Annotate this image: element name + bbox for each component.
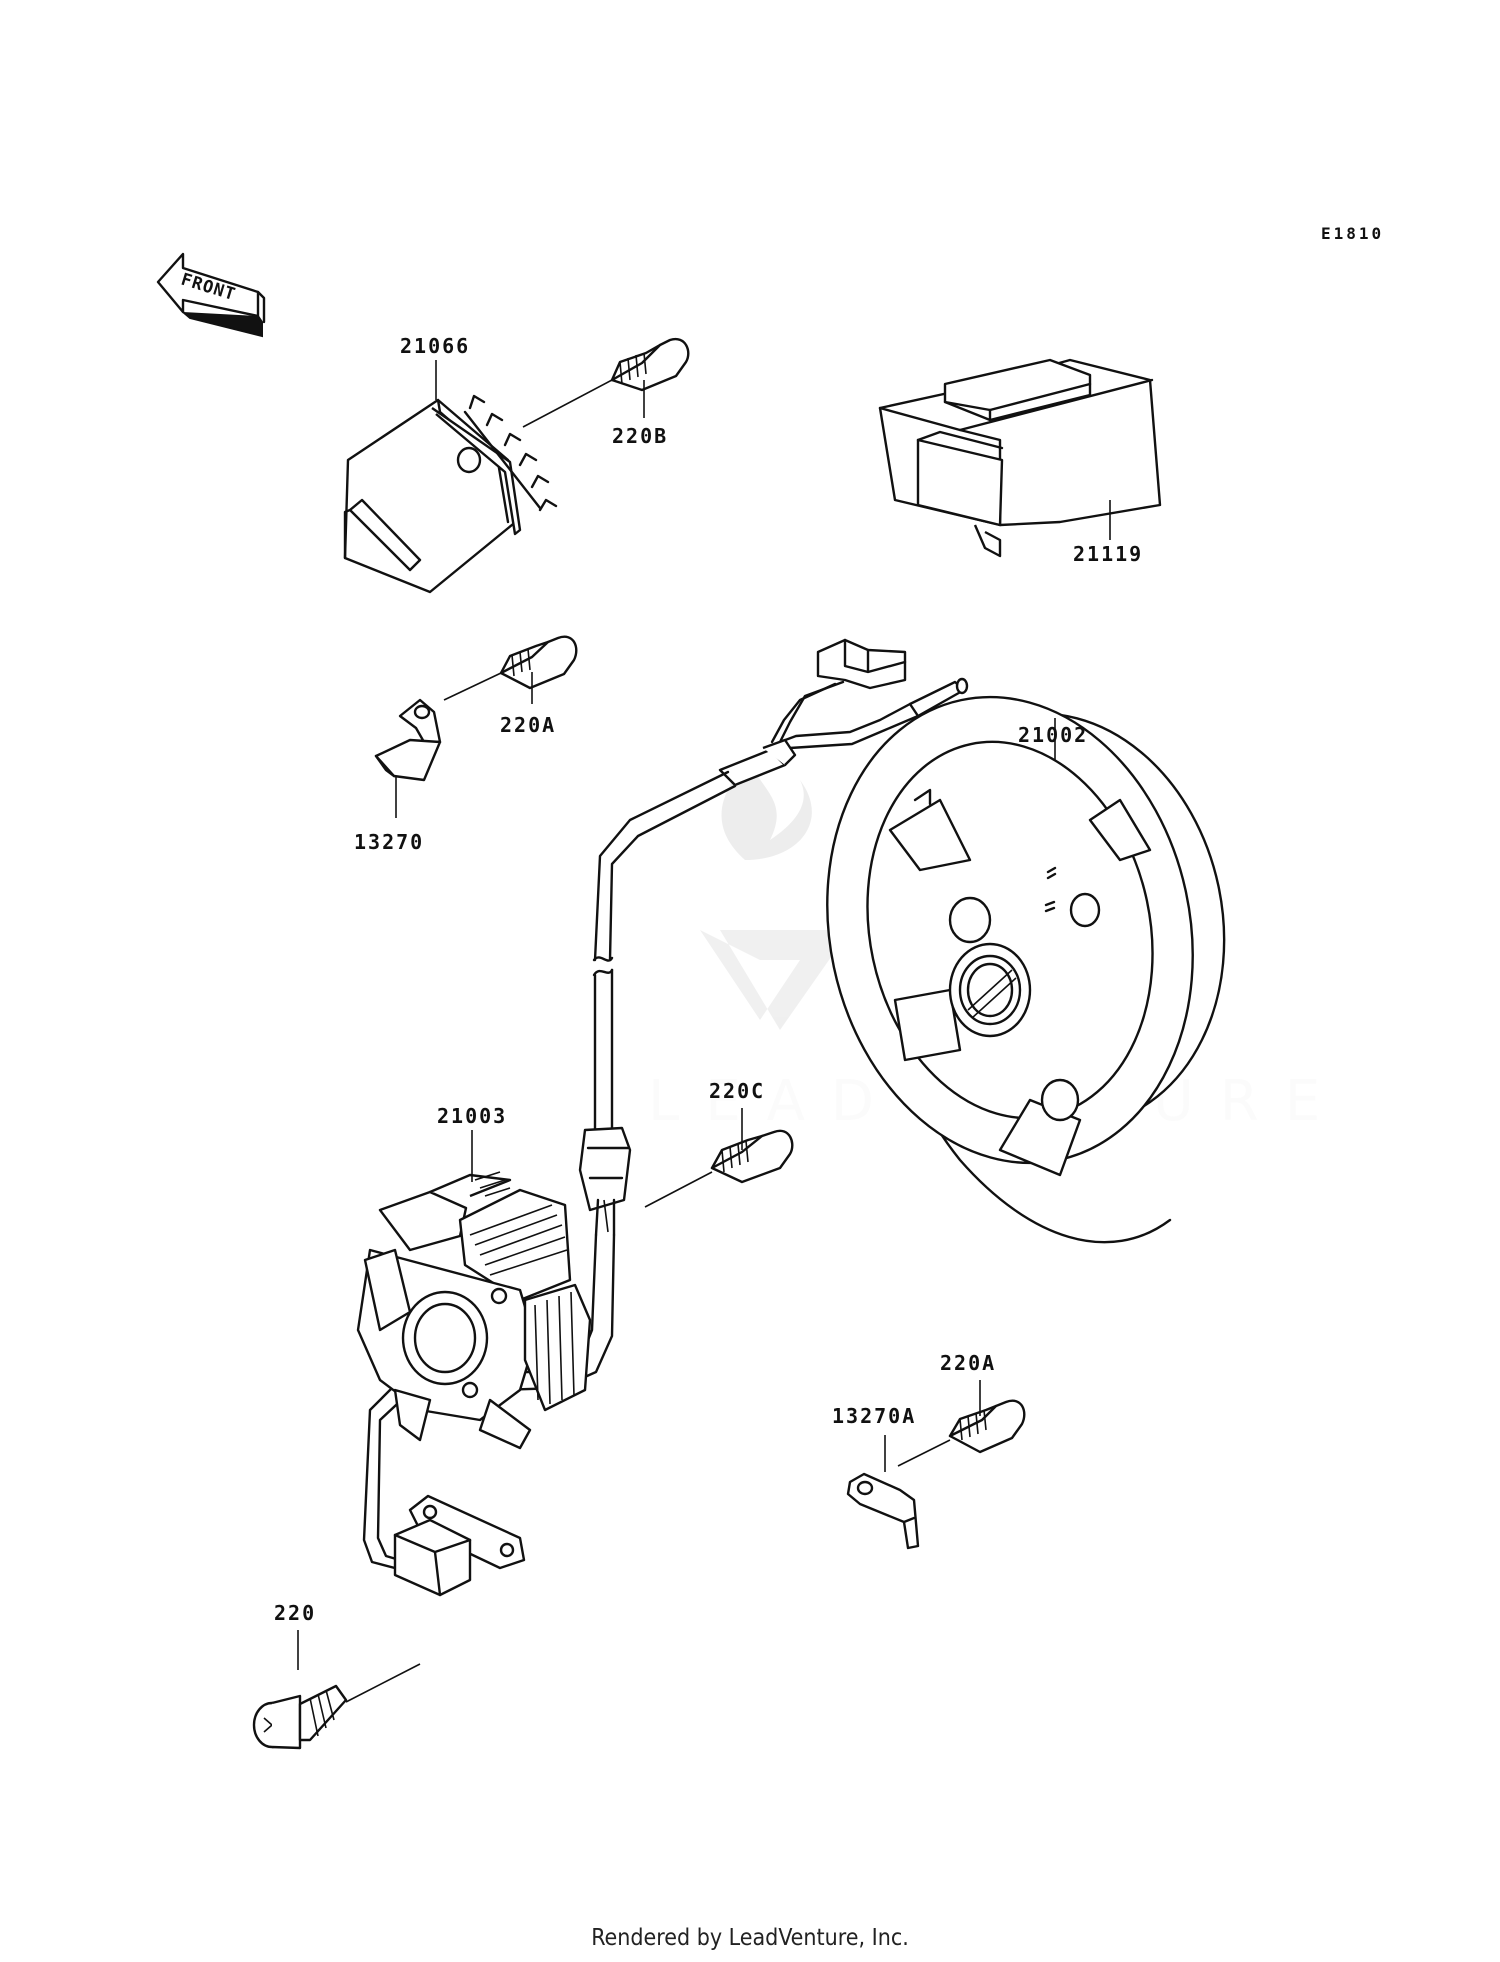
label-220a-bottom: 220A	[940, 1351, 996, 1375]
bolt-220c-icon	[710, 1129, 794, 1184]
leader-220c-line	[644, 1171, 713, 1208]
label-21003: 21003	[437, 1104, 507, 1128]
flywheel-icon	[826, 695, 1226, 1244]
cdi-unit-icon	[878, 358, 1162, 558]
label-13270a: 13270A	[832, 1404, 916, 1428]
stator-icon	[356, 1171, 592, 1450]
leader-220a-top-line	[443, 672, 502, 701]
front-arrow-icon: FRONT	[156, 252, 266, 338]
bolt-220a-bottom-icon	[948, 1399, 1026, 1454]
leader-220a-bottom-line	[897, 1439, 951, 1467]
label-21002: 21002	[1018, 723, 1088, 747]
label-21119: 21119	[1073, 542, 1143, 566]
label-21066: 21066	[400, 334, 470, 358]
label-13270: 13270	[354, 830, 424, 854]
leader-220-line	[345, 1663, 421, 1703]
pickup-coil-icon	[393, 1494, 526, 1597]
label-220: 220	[274, 1601, 316, 1625]
bolt-220b-icon	[610, 337, 690, 392]
regulator-rectifier	[343, 394, 558, 594]
bolt-220-icon	[252, 1684, 348, 1750]
label-220b: 220B	[612, 424, 668, 448]
footer-credit: Rendered by LeadVenture, Inc.	[591, 1925, 909, 1951]
clamp-13270-icon	[374, 698, 442, 782]
leader-220b-line	[522, 379, 613, 428]
clamp-13270a-icon	[846, 1472, 920, 1550]
label-220a-top: 220A	[500, 713, 556, 737]
label-220c: 220C	[709, 1079, 765, 1103]
diagram-code: E1810	[1321, 224, 1384, 243]
bolt-220a-top-icon	[499, 635, 578, 690]
